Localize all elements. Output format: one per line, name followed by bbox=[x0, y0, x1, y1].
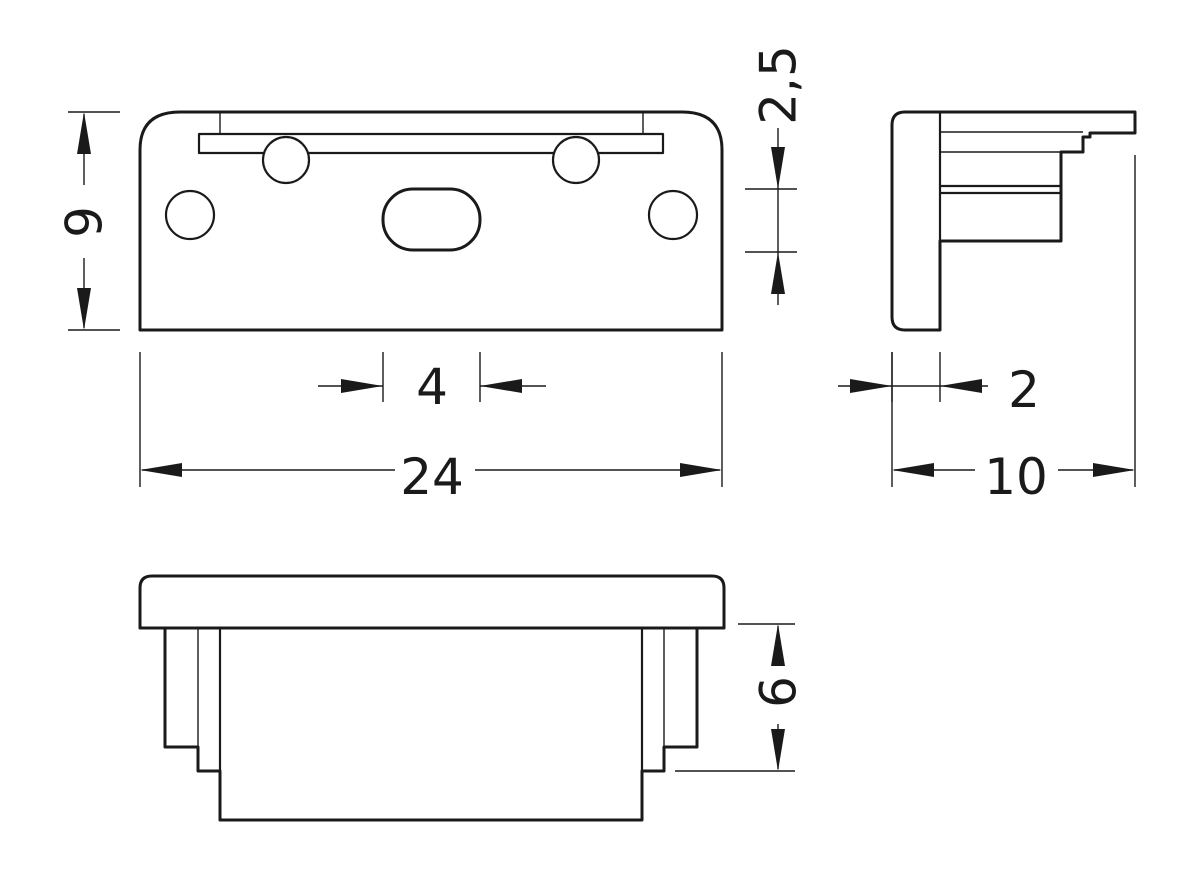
dimension-insert-height: 6 bbox=[675, 623, 808, 772]
screw-hole bbox=[164, 189, 216, 241]
insert-outline bbox=[163, 628, 699, 822]
dimension-label-slot-height: 2,5 bbox=[750, 45, 808, 125]
dimension-hole-spacing: 4 bbox=[318, 352, 546, 416]
dimension-wall-thickness: 2 bbox=[838, 352, 1040, 419]
pin bbox=[551, 135, 601, 185]
front-view-outline bbox=[138, 110, 724, 332]
side-view-outline bbox=[890, 110, 1137, 332]
dimension-label-width: 24 bbox=[400, 448, 464, 506]
pin bbox=[261, 135, 311, 185]
top-rail bbox=[197, 132, 665, 155]
dimension-depth: 10 bbox=[891, 155, 1136, 506]
bottom-view bbox=[138, 574, 726, 822]
dimension-width: 24 bbox=[139, 352, 723, 506]
dimension-height: 9 bbox=[56, 111, 120, 331]
dimension-label-depth: 10 bbox=[984, 448, 1048, 506]
front-view bbox=[138, 110, 724, 332]
dimension-label-hole-spacing: 4 bbox=[416, 358, 448, 416]
screw-hole bbox=[647, 189, 699, 241]
dimension-label-wall-thickness: 2 bbox=[1008, 361, 1040, 419]
side-view bbox=[890, 110, 1137, 332]
cable-slot bbox=[381, 187, 482, 252]
dimension-label-height: 9 bbox=[56, 206, 114, 238]
dimension-slot-height: 2,5 bbox=[745, 45, 808, 305]
bottom-view-outline bbox=[138, 574, 726, 630]
dimension-label-insert-height: 6 bbox=[750, 676, 808, 708]
